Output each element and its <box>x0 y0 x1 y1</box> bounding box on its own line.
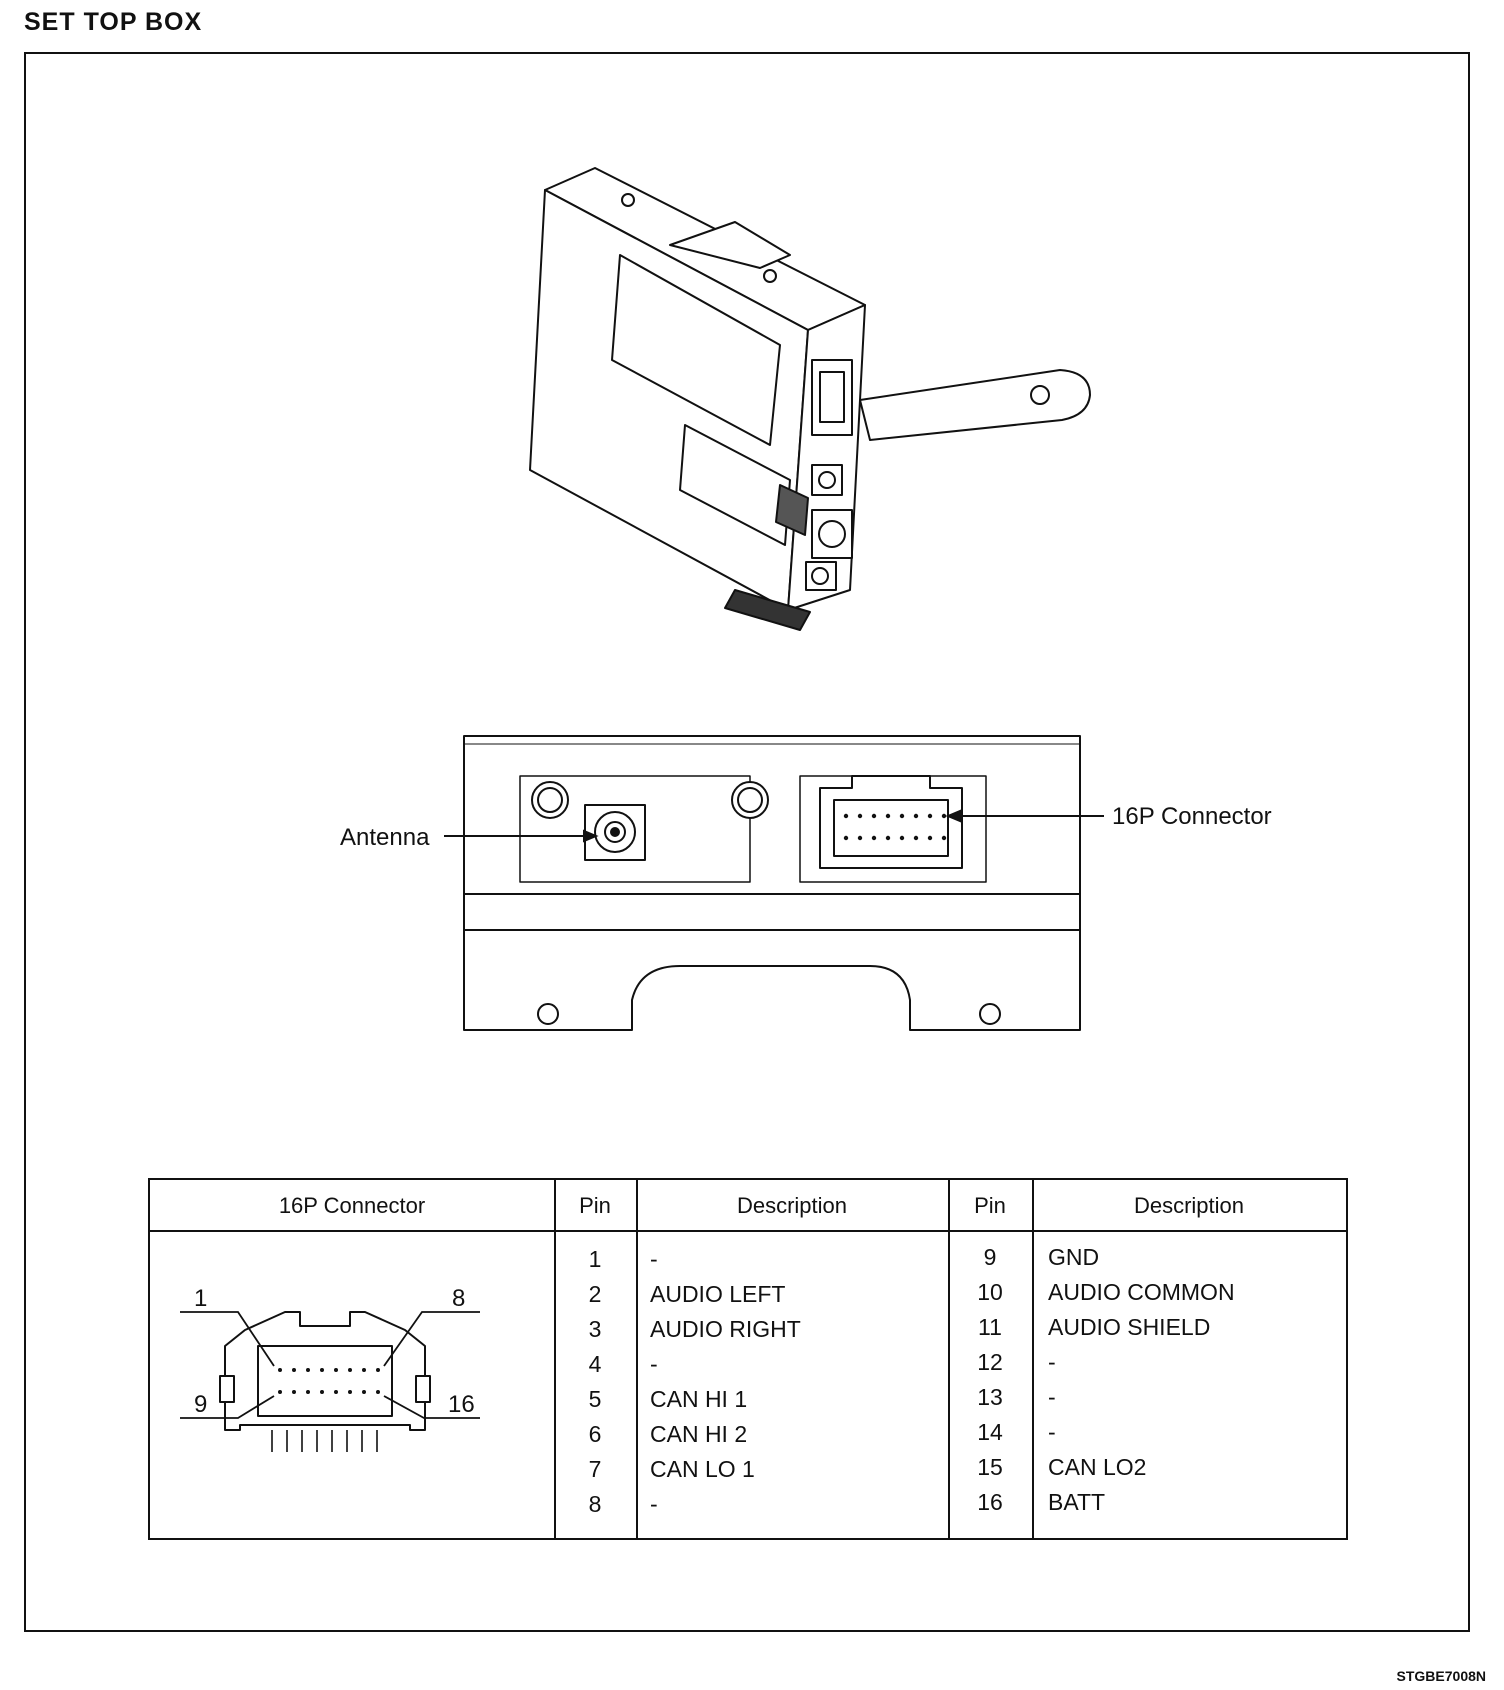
table-divider <box>554 1180 556 1538</box>
table-cell-description: CAN HI 1 <box>650 1386 748 1412</box>
table-cell-description: AUDIO SHIELD <box>1048 1314 1211 1340</box>
table-cell-pin: 2 <box>588 1281 602 1307</box>
table-cell-description: GND <box>1048 1244 1100 1270</box>
table-cell-description: BATT <box>1048 1489 1106 1515</box>
table-cell-description: AUDIO LEFT <box>650 1281 786 1307</box>
table-cell-description: - <box>650 1491 658 1517</box>
figure-code: STGBE7008N <box>1396 1668 1486 1684</box>
connector-label-top-right: 8 <box>452 1285 465 1312</box>
table-cell-description: - <box>650 1246 658 1272</box>
table-cell-description: AUDIO COMMON <box>1048 1279 1235 1305</box>
table-cell-description: - <box>1048 1419 1056 1445</box>
table-cell-pin: 1 <box>588 1246 602 1272</box>
antenna-callout-label: Antenna <box>340 824 430 851</box>
table-cell-pin: 10 <box>977 1279 1003 1305</box>
header-description-right: Description <box>1032 1180 1346 1232</box>
table-cell-description: AUDIO RIGHT <box>650 1316 801 1342</box>
table-cell-pin: 7 <box>588 1456 602 1482</box>
table-cell-pin: 9 <box>983 1244 997 1270</box>
table-cell-pin: 13 <box>977 1384 1003 1410</box>
table-cell-description: - <box>1048 1349 1056 1375</box>
table-cell-pin: 8 <box>588 1491 602 1517</box>
table-cell-pin: 5 <box>588 1386 602 1412</box>
connector-label-top-left: 1 <box>194 1285 207 1312</box>
table-cell-pin: 4 <box>588 1351 602 1377</box>
set-top-box-isometric-illustration <box>529 167 1091 631</box>
table-divider <box>636 1180 638 1538</box>
header-pin-left: Pin <box>554 1180 636 1232</box>
table-divider <box>1032 1180 1034 1538</box>
header-description-left: Description <box>636 1180 948 1232</box>
table-cell-pin: 14 <box>977 1419 1003 1445</box>
table-cell-pin: 3 <box>588 1316 602 1342</box>
table-cell-description: CAN LO 1 <box>650 1456 755 1482</box>
connector-pin-dots <box>843 813 947 841</box>
table-cell-pin: 12 <box>977 1349 1003 1375</box>
connector-label-bottom-left: 9 <box>194 1391 207 1418</box>
table-cell-pin: 11 <box>978 1314 1002 1340</box>
table-cell-description: - <box>1048 1384 1056 1410</box>
page-title: SET TOP BOX <box>24 8 203 36</box>
table-cell-description: - <box>650 1351 658 1377</box>
connector-callout-label: 16P Connector <box>1112 803 1272 830</box>
header-pin-right: Pin <box>948 1180 1032 1232</box>
pin-assignment-table: 16P Connector Pin Description Pin Descri… <box>148 1178 1348 1540</box>
connector-label-bottom-right: 16 <box>448 1391 475 1418</box>
table-cell-pin: 6 <box>588 1421 602 1447</box>
table-cell-description: CAN HI 2 <box>650 1421 748 1447</box>
diagram-frame <box>24 52 1470 1632</box>
table-cell-pin: 16 <box>977 1489 1003 1515</box>
header-connector: 16P Connector <box>150 1180 554 1232</box>
table-cell-description: CAN LO2 <box>1048 1454 1147 1480</box>
table-cell-pin: 15 <box>977 1454 1003 1480</box>
table-divider <box>948 1180 950 1538</box>
front-view-illustration: Antenna 16P Connector <box>340 735 1272 1031</box>
connector-pinout-drawing: 1 8 9 16 <box>180 1285 480 1452</box>
